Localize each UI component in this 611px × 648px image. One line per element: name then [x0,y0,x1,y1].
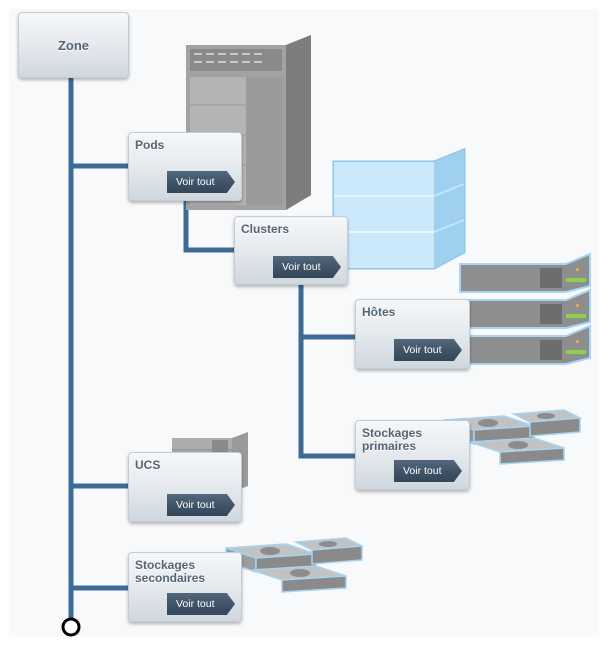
cluster-box-icon [332,148,466,270]
secondary-storage-node: Stockages secondaires Voir tout [128,552,242,622]
trunk-end-circle [61,617,81,637]
clusters-branch-line [183,197,238,253]
secondary-storage-label: Stockages secondaires [135,558,206,585]
ucs-label: UCS [135,458,161,472]
clusters-label: Clusters [241,222,290,236]
primary-storage-view-all-button[interactable]: Voir tout [394,460,462,482]
ucs-view-all-button[interactable]: Voir tout [167,494,235,516]
primary-storage-label: Stockages primaires [362,426,423,453]
clusters-node: Clusters Voir tout [234,216,348,285]
disk-drives-icon [225,537,365,593]
primary-storage-node: Stockages primaires Voir tout [355,420,470,490]
host-servers-icon [459,252,591,365]
pods-node: Pods Voir tout [128,132,242,201]
pods-view-all-button[interactable]: Voir tout [167,171,235,193]
clusters-view-all-button[interactable]: Voir tout [273,256,341,278]
zone-node[interactable]: Zone [18,12,129,78]
zone-label: Zone [57,38,90,53]
pods-label: Pods [135,138,165,152]
hosts-node: Hôtes Voir tout [355,299,470,369]
hosts-view-all-button[interactable]: Voir tout [394,339,462,361]
secondary-storage-view-all-button[interactable]: Voir tout [167,593,235,615]
hosts-label: Hôtes [362,305,396,319]
ucs-node: UCS Voir tout [128,452,242,522]
